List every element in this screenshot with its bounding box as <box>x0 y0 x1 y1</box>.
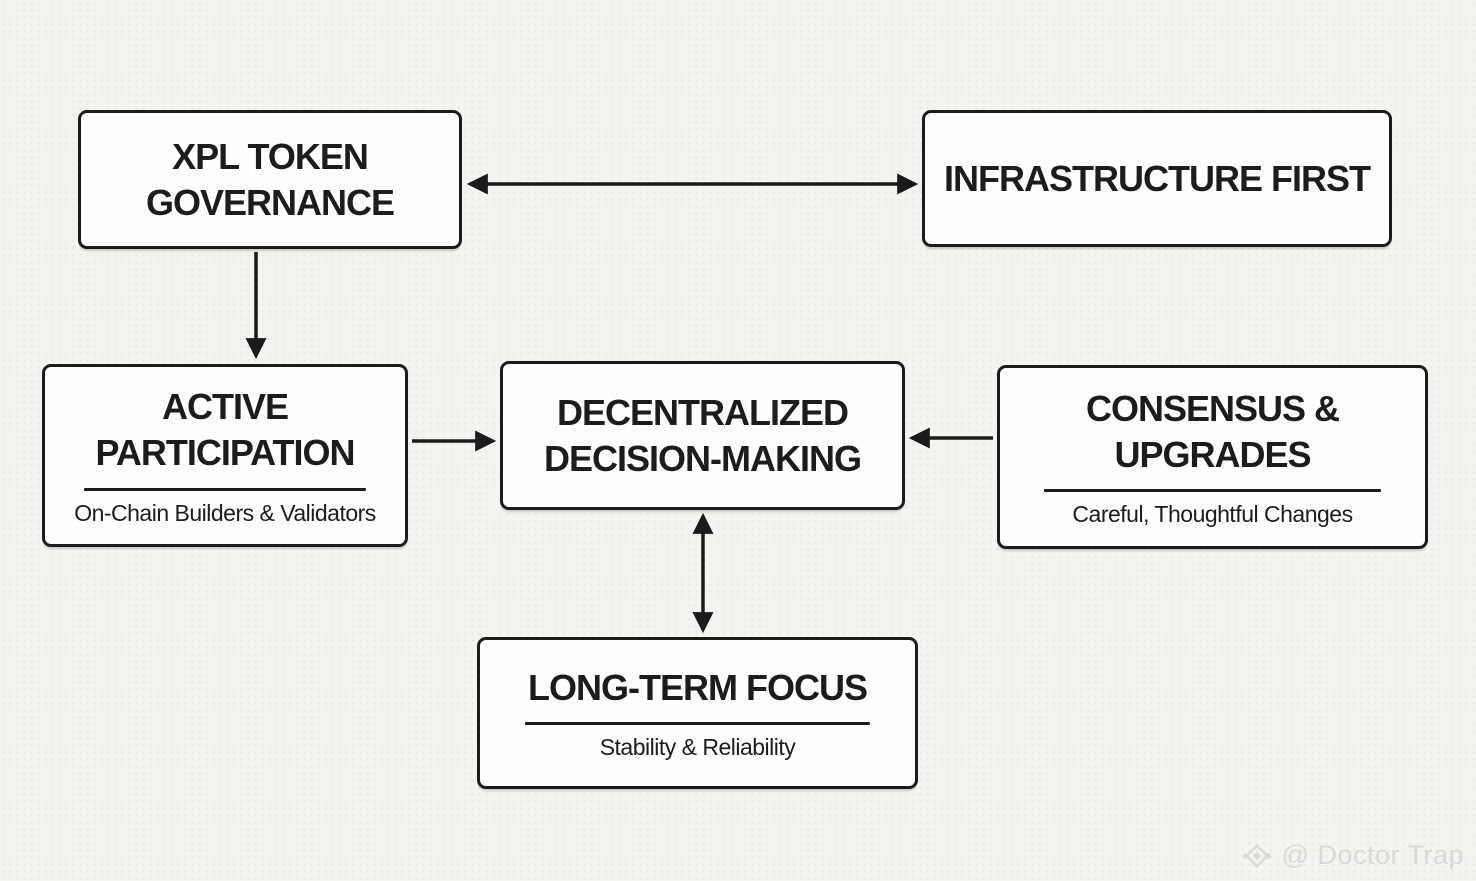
node-long-term-focus: LONG-TERM FOCUS Stability & Reliability <box>477 637 918 789</box>
node-title: CONSENSUS & UPGRADES <box>1085 387 1340 475</box>
node-xpl-token-governance: XPL TOKEN GOVERNANCE <box>78 110 462 249</box>
node-title: INFRASTRUCTURE FIRST <box>944 157 1371 199</box>
node-subtitle: Careful, Thoughtful Changes <box>1072 501 1353 528</box>
node-consensus-upgrades: CONSENSUS & UPGRADES Careful, Thoughtful… <box>997 365 1428 549</box>
node-title: ACTIVE PARTICIPATION <box>95 386 356 473</box>
node-subtitle: Stability & Reliability <box>599 734 796 761</box>
divider <box>83 487 367 491</box>
watermark: @ Doctor Trap <box>1240 840 1464 871</box>
node-title: XPL TOKEN GOVERNANCE <box>145 135 395 223</box>
diamond-logo-icon <box>1240 841 1274 871</box>
node-decentralized-decision-making: DECENTRALIZED DECISION-MAKING <box>500 361 905 510</box>
watermark-text: @ Doctor Trap <box>1281 840 1464 870</box>
node-subtitle: On-Chain Builders & Validators <box>74 499 376 526</box>
node-infrastructure-first: INFRASTRUCTURE FIRST <box>922 110 1392 247</box>
node-title: LONG-TERM FOCUS <box>528 666 868 708</box>
divider <box>1044 489 1381 493</box>
divider <box>524 722 871 726</box>
node-active-participation: ACTIVE PARTICIPATION On-Chain Builders &… <box>42 364 408 547</box>
node-title: DECENTRALIZED DECISION-MAKING <box>544 391 862 479</box>
